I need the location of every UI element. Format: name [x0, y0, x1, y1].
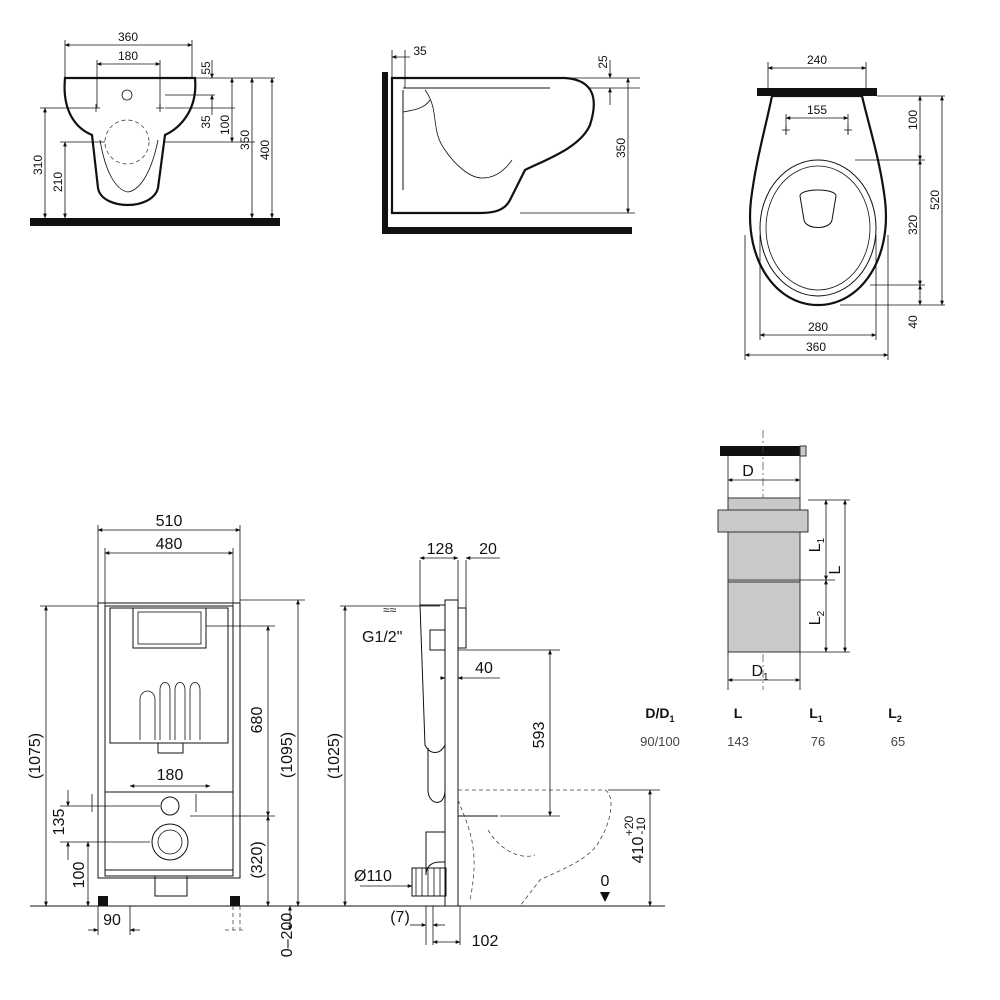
outlet-circle: [104, 119, 150, 165]
dim-35: 35: [199, 115, 213, 129]
pipe-label-L1: L1: [807, 537, 827, 552]
wc-phantom: [457, 789, 612, 907]
dim-350: 350: [238, 130, 252, 150]
inlet-hole: [121, 89, 133, 101]
floor-zero-label: 0: [601, 873, 610, 890]
pipe-label-D1: D1: [751, 663, 769, 683]
frame-outline: [97, 602, 241, 879]
table-header-l: L: [734, 705, 743, 721]
dim-510: 510: [156, 513, 183, 530]
table-header-d: D/D1: [645, 705, 674, 724]
dim-102: 102: [472, 933, 499, 950]
top-outline: [748, 94, 888, 307]
dim-55: 55: [199, 61, 213, 75]
dim-280: 280: [808, 320, 828, 334]
dim-400: 400: [258, 140, 272, 160]
dim-410: 410: [630, 837, 647, 864]
dim-240: 240: [807, 53, 827, 67]
dim-100: 100: [218, 115, 232, 135]
dim-680: 680: [249, 707, 266, 734]
bowl-side-outline: [390, 76, 595, 215]
outlet-pipe: [151, 823, 189, 861]
seat-outer: [759, 159, 877, 297]
dim-520: 520: [928, 190, 942, 210]
dim-128: 128: [427, 541, 454, 558]
dim-360: 360: [118, 30, 138, 44]
floor-line: [30, 218, 280, 226]
bowl-outline: [63, 76, 197, 207]
frame-side-view: ≈≈ 128 20 G1/2" 40 593 (1025) Ø110 (7): [326, 541, 660, 950]
table-cell: 90/100: [640, 734, 680, 749]
cistern: [109, 607, 229, 744]
cistern-side: [419, 604, 446, 753]
pipe-upper: [727, 531, 801, 583]
dim-320: (320): [249, 841, 266, 878]
dim-35: 35: [413, 44, 427, 58]
dim-320: 320: [906, 215, 920, 235]
dim-7: (7): [390, 909, 410, 926]
dim-180: 180: [157, 767, 184, 784]
pipe-label-L2: L2: [807, 610, 827, 625]
dim-210: 210: [51, 172, 65, 192]
dim-480: 480: [156, 536, 183, 553]
g12-label: G1/2": [362, 629, 402, 646]
frame-front-view: 510 480 (1075) 135 100 180 680 (320) (10…: [27, 513, 665, 957]
table-cell: 76: [811, 734, 825, 749]
table-cell: 143: [727, 734, 749, 749]
dim-100: 100: [71, 862, 88, 889]
dim-180: 180: [118, 49, 138, 63]
dim-0-200: 0–200: [279, 913, 296, 958]
pipe-label-L: L: [827, 565, 844, 574]
mounting-holes: [92, 104, 164, 112]
toilet-side-view: 35 25 350: [382, 44, 640, 234]
dim-20: 20: [479, 541, 497, 558]
top-holes: [782, 126, 852, 134]
table-header-l1: L1: [809, 705, 823, 724]
dim-25: 25: [596, 55, 610, 69]
dim-135: 135: [51, 809, 68, 836]
pipe-label-D: D: [742, 463, 754, 480]
cistern-ribs: [139, 682, 201, 740]
dim-350: 350: [614, 138, 628, 158]
dim-1095: (1095): [279, 732, 296, 778]
bowl-trap: [424, 89, 513, 179]
bowl-inner: [99, 139, 159, 193]
pipe-cap: [720, 446, 802, 456]
dim-110: Ø110: [354, 868, 392, 885]
dim-100: 100: [906, 110, 920, 130]
bowl-opening: [799, 189, 837, 228]
flush-plate-opening: [132, 607, 207, 649]
dim-1075: (1075): [27, 733, 44, 779]
pipe-table: D/D1 L L1 L2 90/100 143 76 65: [640, 705, 905, 749]
dim-40: 40: [475, 660, 493, 677]
tol-minus: -10: [634, 817, 648, 835]
table-cell: 65: [891, 734, 905, 749]
dim-1025: (1025): [326, 733, 343, 779]
pipe-lower: [727, 581, 801, 653]
water-wave: ≈≈: [383, 603, 397, 617]
dim-360: 360: [806, 340, 826, 354]
frame-side-post: [444, 599, 459, 907]
dim-90: 90: [103, 912, 121, 929]
pipe-socket: [717, 509, 809, 533]
dim-40: 40: [906, 315, 920, 329]
dim-155: 155: [807, 103, 827, 117]
toilet-top-view: 240 155 100 320 40 520 280 360: [744, 53, 945, 360]
table-header-l2: L2: [888, 705, 902, 724]
dim-310: 310: [31, 155, 45, 175]
outlet-bend: [411, 867, 447, 897]
toilet-front-view: 360 180 55 35 100 350 400 310 210: [30, 30, 280, 226]
inlet-fitting: [160, 796, 180, 816]
dim-593: 593: [531, 722, 548, 749]
pipe-detail: D D1 L1 L2 L: [717, 430, 850, 690]
tol-plus: +20: [622, 815, 636, 836]
